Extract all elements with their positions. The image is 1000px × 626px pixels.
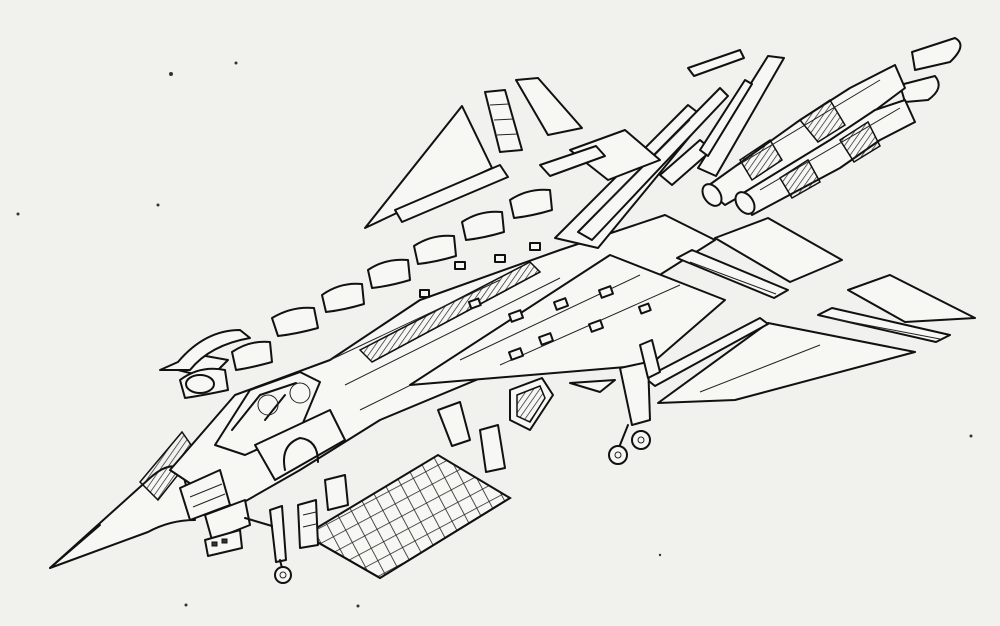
engines [701,37,962,216]
tailplane [644,317,916,404]
gear-doors [437,377,554,473]
nose-landing-gear [204,505,292,584]
paper-specks [16,61,973,608]
wing-flaps-right [539,129,976,343]
dorsal-spine-panels [484,77,583,153]
dorsal-access-covers [159,188,553,399]
wing-outer-panel-top [364,105,509,229]
rudder-panels [687,49,785,177]
tail-fin [554,87,729,249]
main-landing-gear [569,339,661,465]
ventral-bay-grid [297,453,512,580]
